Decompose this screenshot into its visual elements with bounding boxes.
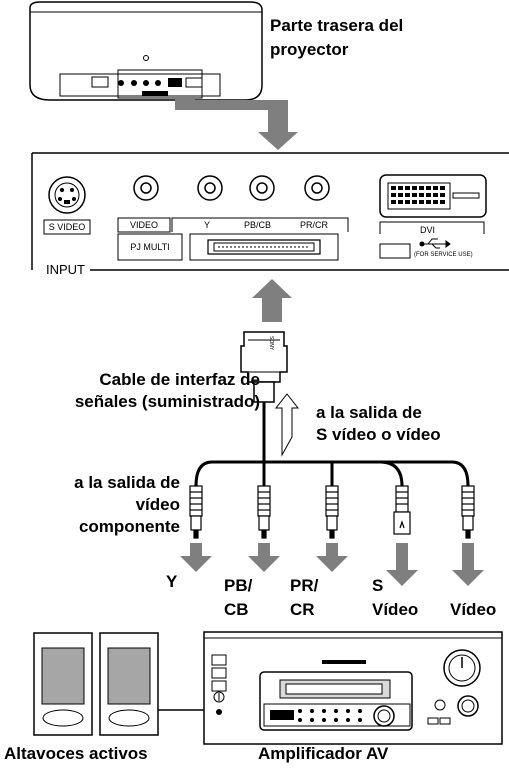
plug-pr (325, 485, 339, 539)
component-out-label-line1: a la salida de (74, 473, 180, 492)
svideo-out-label-line1: a la salida de (316, 403, 422, 422)
cable-label-line2: señales (suministrado) (74, 392, 260, 411)
svideo-out-pointer (274, 393, 300, 457)
plug-pb-label-line2: CB (224, 600, 249, 619)
plug-y-label: Y (166, 572, 178, 591)
pj-multi-label: PJ MULTI (130, 242, 170, 252)
arrow-to-input (252, 279, 292, 322)
input-label: INPUT (44, 262, 87, 277)
video-port-label: VIDEO (129, 220, 158, 230)
pb-port-label: PB/CB (244, 220, 272, 230)
plug-pb-label-line1: PB/ (224, 576, 253, 595)
projector-rear-label-line1: Parte trasera del (270, 16, 404, 35)
plug-pr-label-line1: PR/ (290, 576, 319, 595)
plug-s-label-line2: Vídeo (372, 600, 419, 619)
amplifier-label: Amplificador AV (258, 744, 389, 763)
speakers-label: Altavoces activos (4, 744, 148, 763)
projector-rear-label-line2: proyector (270, 40, 349, 59)
cable-branches (194, 460, 470, 487)
plug-pr-label-line2: CR (290, 600, 315, 619)
av-amplifier (203, 631, 503, 745)
connector-brand: SONY (268, 336, 274, 351)
projector-rear (29, 1, 263, 101)
dvi-port-label: DVI (420, 225, 436, 235)
plug-svideo (393, 485, 411, 535)
connector-plug (240, 331, 288, 403)
down-arrows (180, 543, 484, 586)
service-use-label: (FOR SERVICE USE) (414, 252, 473, 258)
plug-video-label: Vídeo (450, 600, 497, 619)
cable-label-line1: Cable de interfaz de (99, 370, 260, 389)
arrow-to-panel (175, 96, 298, 150)
component-out-label-line3: componente (78, 517, 180, 536)
plug-y (189, 485, 203, 539)
plug-s-label-line1: S (372, 576, 384, 595)
active-speakers (33, 632, 159, 736)
svideo-out-label-line2: S vídeo o vídeo (316, 425, 441, 444)
component-out-label-line2: vídeo (135, 495, 180, 514)
y-port-label: Y (204, 220, 211, 230)
plug-pb (257, 485, 271, 539)
plug-video (461, 485, 475, 539)
pr-port-label: PR/CR (300, 220, 329, 230)
svideo-port-label: S VIDEO (48, 222, 86, 232)
input-panel (31, 152, 509, 271)
